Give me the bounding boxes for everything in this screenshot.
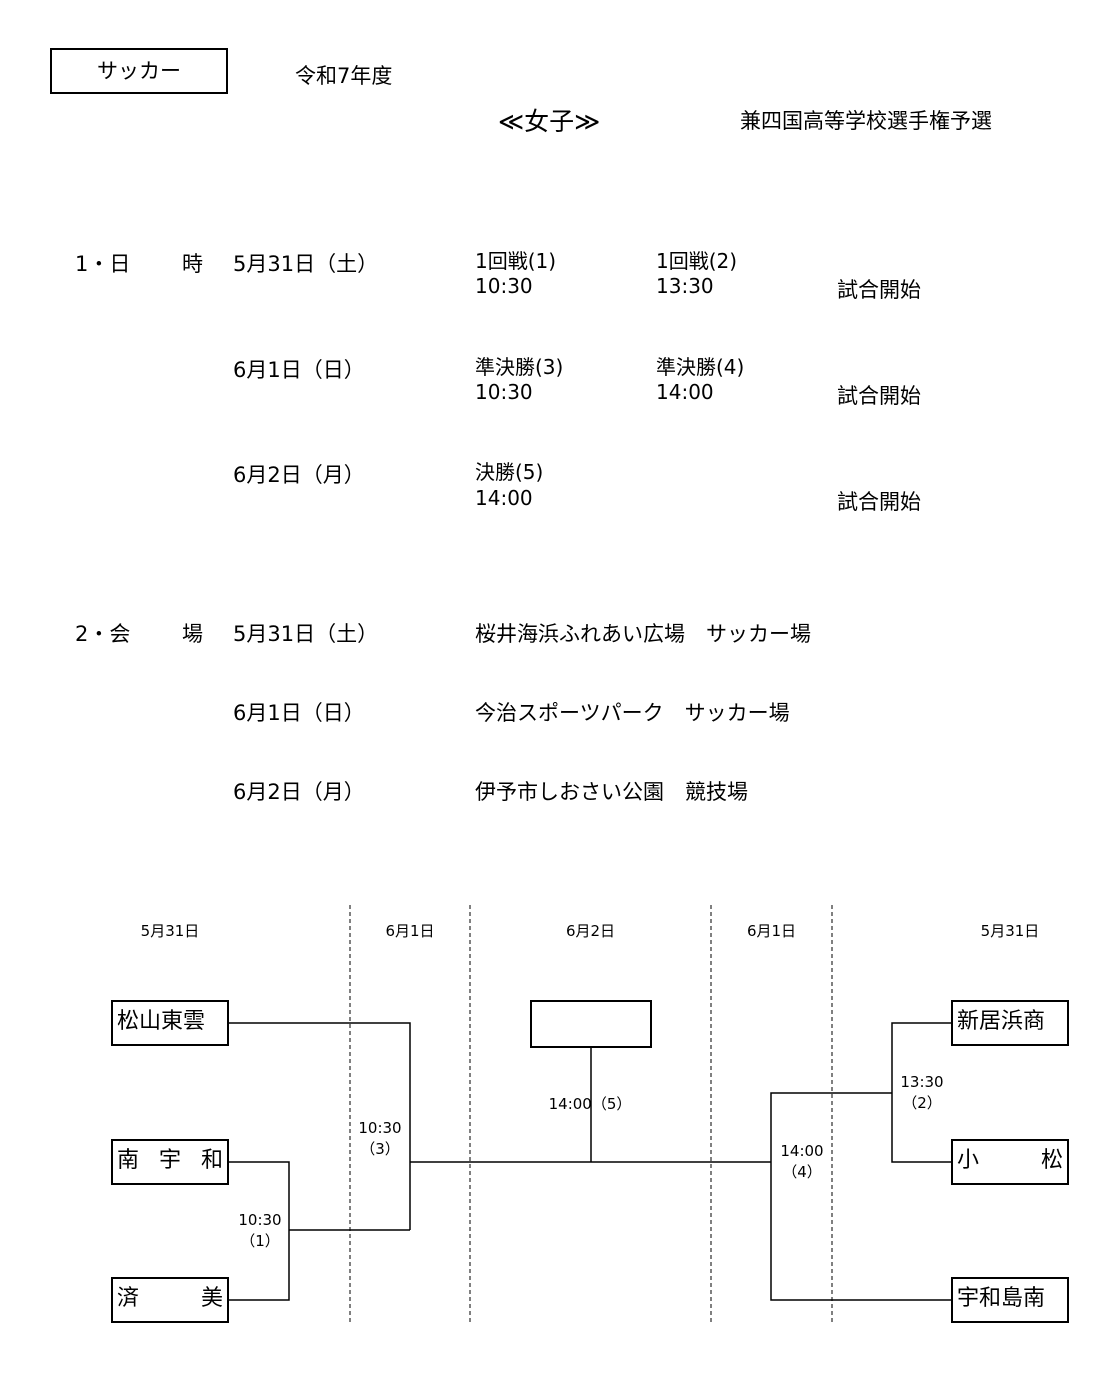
team-name: 松山東雲 [117,1009,206,1034]
match-label-1: 10:30 （1） [230,1210,290,1252]
sport-label-box: サッカー [50,48,228,94]
tournament-title: 兼四国高等学校選手権予選 [740,109,992,133]
match-label-5: 14:00（5） [540,1094,640,1115]
kickoff-note: 試合開始 [837,278,921,302]
team-name: 新居浜商 [957,1009,1046,1034]
venue-date: 6月1日（日） [233,701,365,725]
venue-date: 5月31日（土） [233,622,379,646]
match-time: 10:30 [475,380,533,404]
match-number: （2） [902,1094,942,1112]
sport-label: サッカー [97,59,181,83]
bracket-line-match4 [770,1092,953,1301]
match-number: （5） [591,1095,632,1113]
bracket-date-header: 6月2日 [565,922,616,940]
team-box: 済美 [111,1277,229,1323]
schedule-section-label: 1・日 [75,252,131,276]
venue-section-label-char: 場 [182,622,203,646]
match-name: 1回戦(2) [656,249,738,273]
schedule-date: 6月2日（月） [233,463,365,487]
team-name: 小松 [957,1148,1063,1173]
bracket-line-match1 [229,1161,290,1301]
match-label-3: 10:30 （3） [350,1118,410,1160]
match-name: 1回戦(1) [475,249,557,273]
team-name: 南宇和 [117,1148,223,1173]
venue-place: 今治スポーツパーク サッカー場 [475,701,790,725]
schedule-date: 5月31日（土） [233,252,379,276]
venue-place: 桜井海浜ふれあい広場 サッカー場 [475,622,811,646]
bracket-date-header: 6月1日 [746,922,797,940]
match-time: 14:00 [780,1142,824,1160]
match-time: 14:00 [475,486,533,510]
team-name: 宇和島南 [957,1286,1046,1311]
match-label-2: 13:30 （2） [892,1072,952,1114]
team-box: 南宇和 [111,1139,229,1185]
venue-section-label: 2・会 [75,622,131,646]
category-title: ≪女子≫ [498,107,601,136]
kickoff-note: 試合開始 [837,490,921,514]
match-time: 14:00 [548,1095,592,1113]
match-time: 13:30 [656,274,714,298]
schedule-section-label-char: 時 [182,252,203,276]
venue-date: 6月2日（月） [233,780,365,804]
team-box: 新居浜商 [951,1000,1069,1046]
venue-place: 伊予市しおさい公園 競技場 [475,780,748,804]
fiscal-year: 令和7年度 [295,64,393,88]
team-box: 小松 [951,1139,1069,1185]
match-number: （4） [782,1163,822,1181]
bracket-line-team1 [229,1022,411,1230]
bracket-date-header: 5月31日 [980,922,1040,940]
match-name: 準決勝(4) [656,355,745,379]
match-number: （3） [360,1140,400,1158]
champion-box [530,1000,652,1048]
bracket-date-header: 5月31日 [140,922,200,940]
match-label-4: 14:00 （4） [772,1141,832,1183]
match-time: 10:30 [358,1119,402,1137]
team-box: 松山東雲 [111,1000,229,1046]
match-number: （1） [240,1232,280,1250]
match-name: 準決勝(3) [475,355,564,379]
match-time: 14:00 [656,380,714,404]
team-box: 宇和島南 [951,1277,1069,1323]
match-time: 13:30 [900,1073,944,1091]
team-name: 済美 [117,1286,223,1311]
match-name: 決勝(5) [475,460,544,484]
match-time: 10:30 [475,274,533,298]
schedule-date: 6月1日（日） [233,358,365,382]
kickoff-note: 試合開始 [837,384,921,408]
match-time: 10:30 [238,1211,282,1229]
bracket-date-header: 6月1日 [385,922,435,940]
